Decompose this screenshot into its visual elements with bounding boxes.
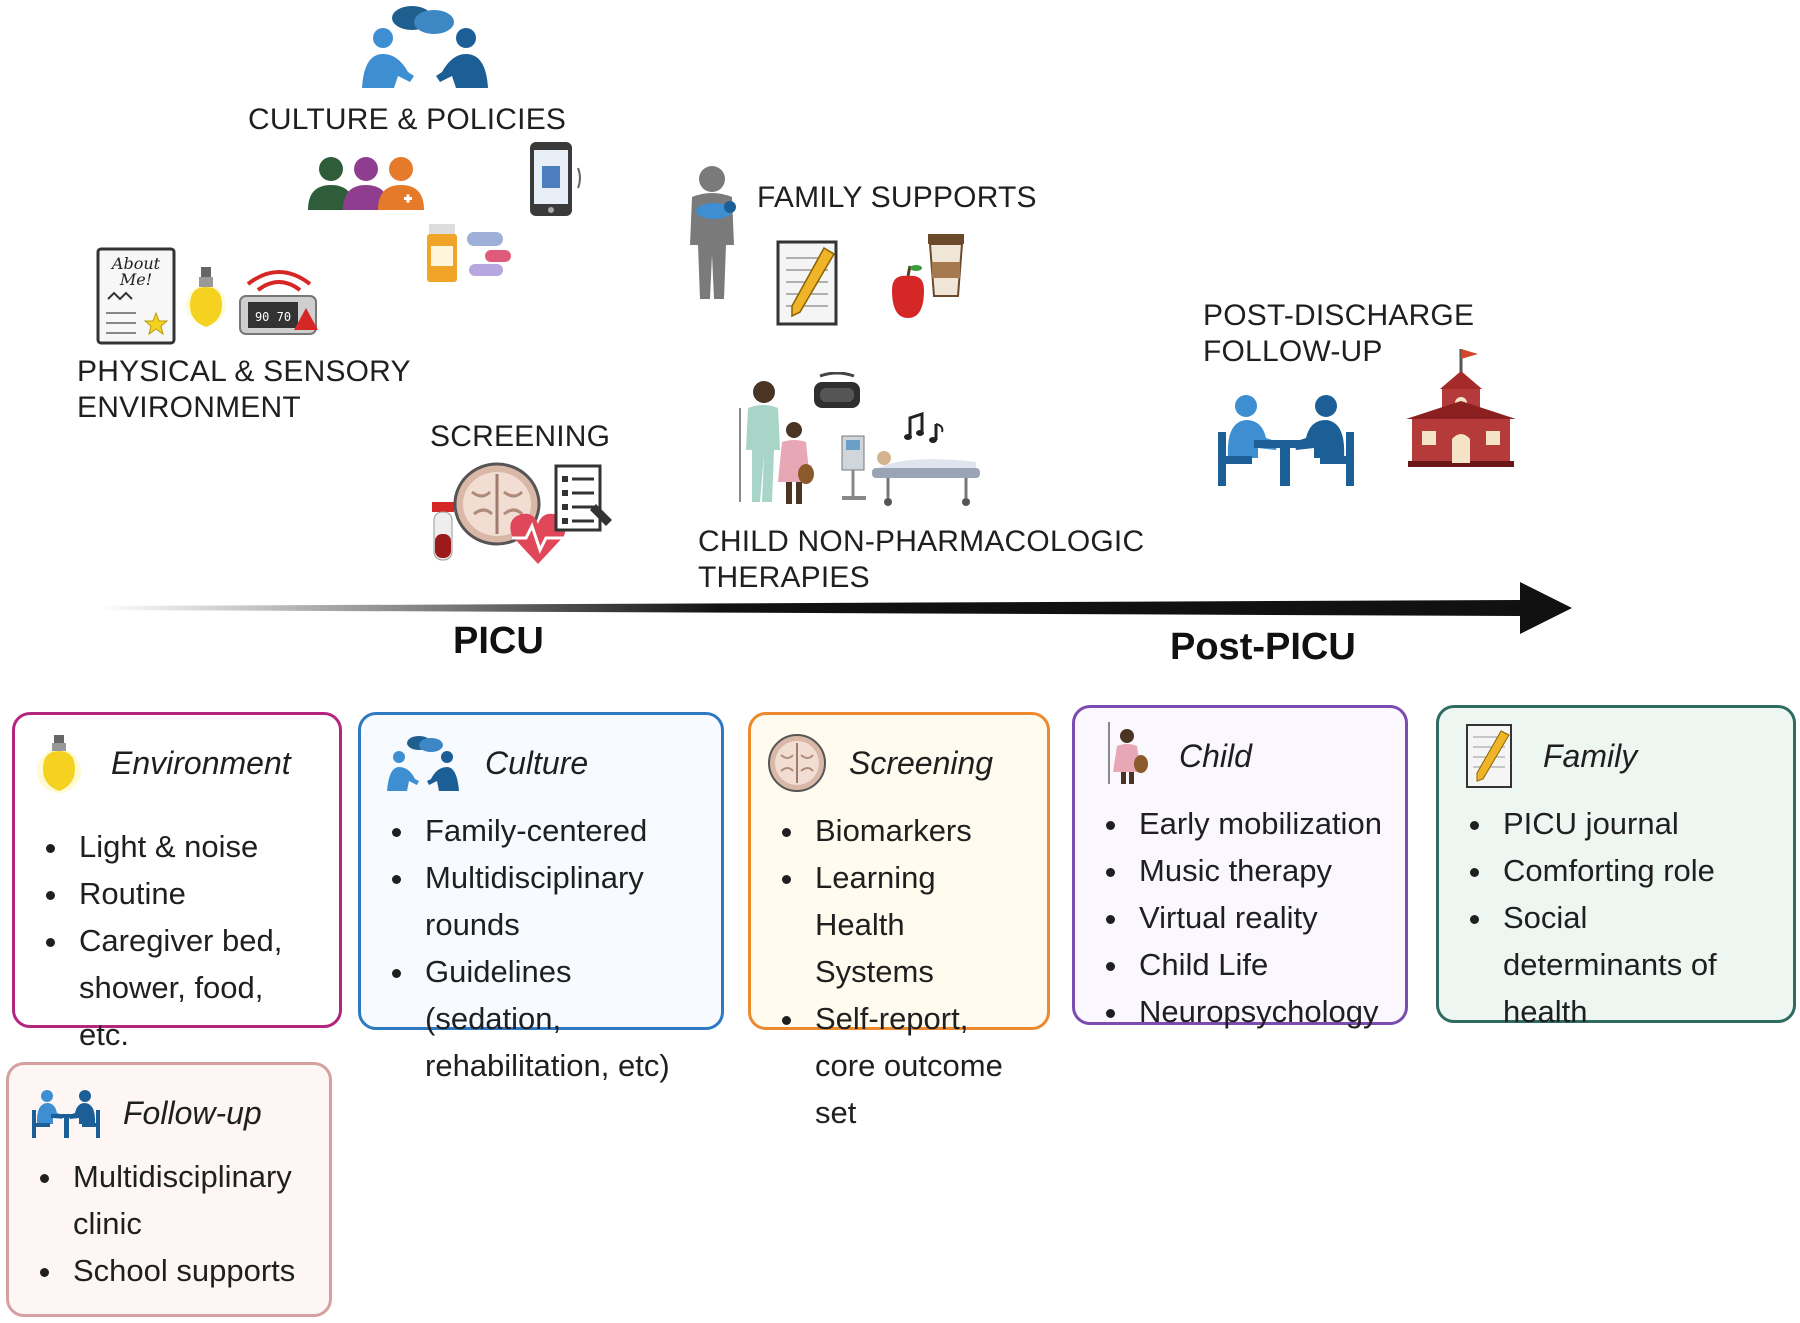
list-item: Caregiver bed, shower, food, etc.	[71, 917, 321, 1058]
nurse-child-icon	[1108, 722, 1148, 784]
screening-label: SCREENING	[430, 420, 611, 453]
list-item: Family-centered	[417, 807, 703, 854]
culture-label: CULTURE & POLICIES	[248, 103, 567, 136]
light-bulb-icon	[37, 735, 81, 793]
parent-holding-baby-icon	[690, 166, 736, 299]
environment-card: Environment Light & noise Routine Caregi…	[12, 712, 342, 1052]
followup-card: Follow-up Multidisciplinary clinic Schoo…	[6, 1062, 332, 1317]
journal-icon	[1466, 724, 1512, 788]
music-notes-icon	[904, 412, 944, 443]
list-item: PICU journal	[1495, 800, 1775, 847]
stage-picu: PICU	[453, 620, 544, 662]
timeline-arrow	[100, 582, 1572, 634]
family-supports-label: FAMILY SUPPORTS	[757, 181, 1037, 214]
card-title: Culture	[485, 744, 589, 781]
physical-label-line1: PHYSICAL & SENSORY	[77, 355, 411, 388]
culture-card: Culture Family-centered Multidisciplinar…	[358, 712, 724, 1083]
journal-icon	[776, 240, 838, 326]
card-title: Family	[1543, 737, 1638, 774]
list-item: Light & noise	[71, 823, 321, 870]
school-icon	[1406, 349, 1516, 467]
blood-tube-icon	[432, 502, 454, 561]
card-title: Screening	[849, 744, 994, 781]
list-item: Comforting role	[1495, 847, 1775, 894]
list-item: Multidisciplinary clinic	[65, 1153, 311, 1247]
card-title: Child	[1179, 737, 1252, 774]
checklist-icon	[554, 464, 612, 532]
phone-icon	[530, 142, 581, 216]
care-team-icon	[308, 157, 424, 210]
list-item: Neuropsychology	[1131, 988, 1387, 1035]
list-item: Biomarkers	[807, 807, 1029, 854]
list-item: Multidisciplinary rounds	[417, 854, 703, 948]
svg-text:Me!: Me!	[119, 270, 152, 289]
list-item: Self-report, core outcome set	[807, 995, 1029, 1136]
food-coffee-icon	[892, 234, 964, 318]
vr-headset-icon	[814, 372, 860, 408]
screening-card: Screening Biomarkers Learning Health Sys…	[748, 712, 1050, 1130]
list-item: School supports	[65, 1247, 311, 1294]
list-item: Music therapy	[1131, 847, 1387, 894]
light-bulb-icon	[186, 267, 226, 327]
stage-post-picu: Post-PICU	[1170, 626, 1356, 668]
about-me-icon: About Me!	[96, 247, 176, 345]
physical-label-line2: ENVIRONMENT	[77, 391, 301, 424]
meeting-table-icon	[1218, 395, 1354, 486]
heart-rate-icon	[510, 513, 566, 564]
post-discharge-label-line1: POST-DISCHARGE	[1203, 299, 1475, 332]
list-item: Early mobilization	[1131, 800, 1387, 847]
list-item: Learning Health Systems	[807, 854, 1029, 995]
conversation-icon	[387, 736, 459, 791]
patient-bed-icon	[841, 435, 980, 506]
child-therapies-label-line2: THERAPIES	[698, 561, 870, 594]
list-item: Child Life	[1131, 941, 1387, 988]
card-title: Follow-up	[123, 1094, 262, 1131]
nurse-child-icon	[739, 381, 814, 504]
conversation-icon	[362, 6, 488, 88]
list-item: Guidelines (sedation, rehabilitation, et…	[417, 948, 703, 1089]
child-therapies-label-line1: CHILD NON-PHARMACOLOGIC	[698, 525, 1145, 558]
post-discharge-label-line2: FOLLOW-UP	[1203, 335, 1383, 368]
meeting-table-icon	[32, 1090, 100, 1138]
monitor-alarm-icon: 90 70	[239, 270, 318, 335]
card-title: Environment	[111, 744, 291, 781]
list-item: Social determinants of health	[1495, 894, 1775, 1035]
svg-text:About: About	[110, 254, 161, 273]
brain-icon	[768, 734, 826, 792]
pills-icon	[427, 224, 511, 282]
svg-text:90 70: 90 70	[255, 310, 291, 324]
list-item: Virtual reality	[1131, 894, 1387, 941]
child-card: Child Early mobilization Music therapy V…	[1072, 705, 1408, 1029]
list-item: Routine	[71, 870, 321, 917]
family-card: Family PICU journal Comforting role Soci…	[1436, 705, 1796, 1029]
